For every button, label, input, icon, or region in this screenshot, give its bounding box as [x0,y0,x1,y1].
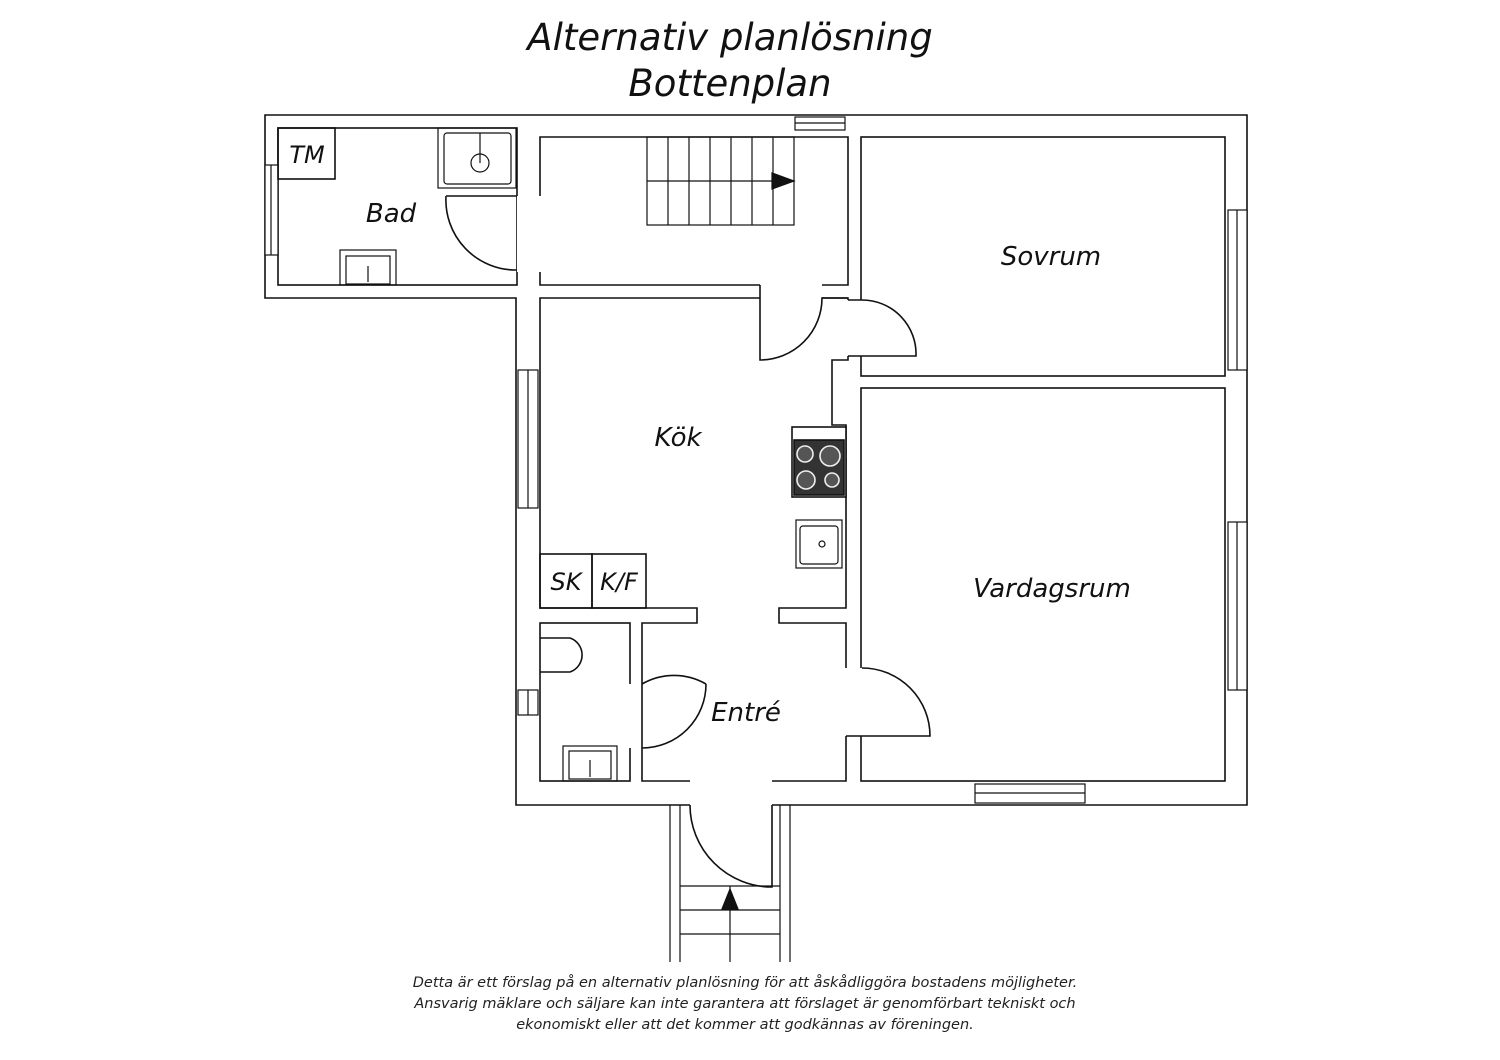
door-kok [759,285,848,361]
room-hall [539,136,849,286]
windows [264,116,1248,804]
room-vardagsrum [860,387,1226,782]
door-bad [445,195,518,271]
disclaimer-line: Ansvarig mäklare och säljare kan inte ga… [414,996,1076,1012]
plan-title: Alternativ planlösning [527,16,933,59]
label-bad: Bad [366,199,417,229]
room-sovrum [860,136,1226,377]
stairs-arrow-icon [771,172,796,190]
label-sovrum: Sovrum [1001,242,1101,272]
plan-subtitle: Bottenplan [628,62,832,105]
kitchen-sink-icon [795,519,843,569]
wc-washbasin-icon [562,745,618,782]
entry-arrow-icon [721,887,739,910]
shower-icon [437,127,517,189]
room-kok [539,297,849,782]
toilet-icon [540,637,583,673]
label-sk: SK [551,568,584,596]
door-wc [641,674,707,749]
label-tm: TM [289,141,325,169]
washbasin-icon [339,249,397,286]
label-entre: Entré [711,698,781,728]
label-kok: Kök [654,423,702,453]
disclaimer-line: ekonomiskt eller att det kommer att godk… [516,1017,974,1033]
door-sovrum [848,299,917,357]
label-kf: K/F [600,568,639,596]
door-entre [689,804,773,888]
outer-wall [264,114,1248,806]
disclaimer: Detta är ett förslag på en alternativ pl… [300,973,1190,1036]
kf-box [591,553,647,609]
stairs-outer [669,805,791,962]
door-vardagsrum [846,667,931,737]
label-vardagsrum: Vardagsrum [973,574,1131,604]
stove-icon [791,426,847,498]
stairs-inner [646,136,796,226]
disclaimer-line: Detta är ett förslag på en alternativ pl… [412,975,1078,991]
tm-box [277,127,336,180]
